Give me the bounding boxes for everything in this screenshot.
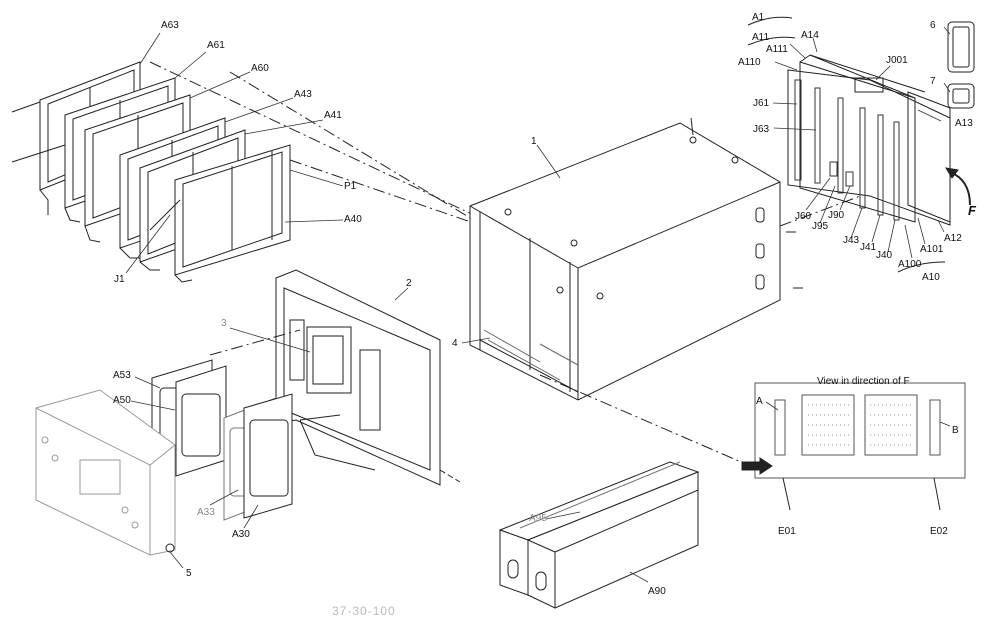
- inset-label-e01: E01: [778, 526, 796, 537]
- callout-a111: A111: [766, 44, 788, 55]
- plug-in-modules: [151, 359, 293, 521]
- callout-j1: J1: [114, 274, 125, 285]
- leader-lines: [125, 26, 951, 583]
- board-stack: [11, 61, 501, 283]
- board-a40: [149, 144, 291, 283]
- callout-j60: J60: [795, 211, 812, 222]
- callout-a95: A95: [529, 513, 547, 524]
- callout-p1: P1: [344, 181, 357, 192]
- callout-4: 4: [452, 338, 458, 349]
- callout-a14: A14: [801, 30, 819, 41]
- callout-a40: A40: [344, 214, 362, 225]
- callout-a110: A110: [738, 57, 761, 68]
- callout-a43: A43: [294, 89, 312, 100]
- callout-a61: A61: [207, 40, 225, 51]
- inset-label-a: A: [756, 396, 763, 407]
- callout-a63: A63: [161, 20, 179, 31]
- callout-a12: A12: [944, 233, 962, 244]
- connector-panel: [747, 16, 975, 273]
- inset-view: [741, 382, 966, 511]
- callout-a11: A11: [752, 32, 770, 43]
- callout-j95: J95: [812, 221, 829, 232]
- callout-a30: A30: [232, 529, 250, 540]
- callout-a90: A90: [648, 586, 666, 597]
- bottom-fragment-text: 37-30-100: [332, 604, 396, 618]
- callout-3: 3: [221, 318, 227, 329]
- callout-6: 6: [930, 20, 936, 31]
- callout-2: 2: [406, 278, 412, 289]
- callout-a10: A10: [922, 272, 940, 283]
- callout-a100: A100: [898, 259, 922, 270]
- callout-a41: A41: [324, 110, 342, 121]
- callout-j001: J001: [886, 55, 908, 66]
- callout-j90: J90: [828, 210, 845, 221]
- callout-a53: A53: [113, 370, 131, 381]
- a90-a95-units: [498, 461, 700, 609]
- callout-j40: J40: [876, 250, 893, 261]
- callout-5: 5: [186, 568, 192, 579]
- callout-a33: A33: [197, 507, 215, 518]
- callout-j63: J63: [753, 124, 770, 135]
- callout-j61: J61: [753, 98, 770, 109]
- callout-j41: J41: [860, 242, 877, 253]
- front-assembly: [209, 269, 461, 486]
- inset-label-e02: E02: [930, 526, 948, 537]
- callout-j43: J43: [843, 235, 860, 246]
- callout-f: F: [968, 203, 976, 218]
- callout-a50: A50: [113, 395, 131, 406]
- callout-1: 1: [531, 136, 537, 147]
- inset-label-b: B: [952, 425, 959, 436]
- callout-7: 7: [930, 76, 936, 87]
- callout-a1: A1: [752, 12, 765, 23]
- callout-a101: A101: [920, 244, 944, 255]
- callout-a60: A60: [251, 63, 269, 74]
- callout-a13: A13: [955, 118, 973, 129]
- inset-title: View in direction of F: [817, 376, 910, 387]
